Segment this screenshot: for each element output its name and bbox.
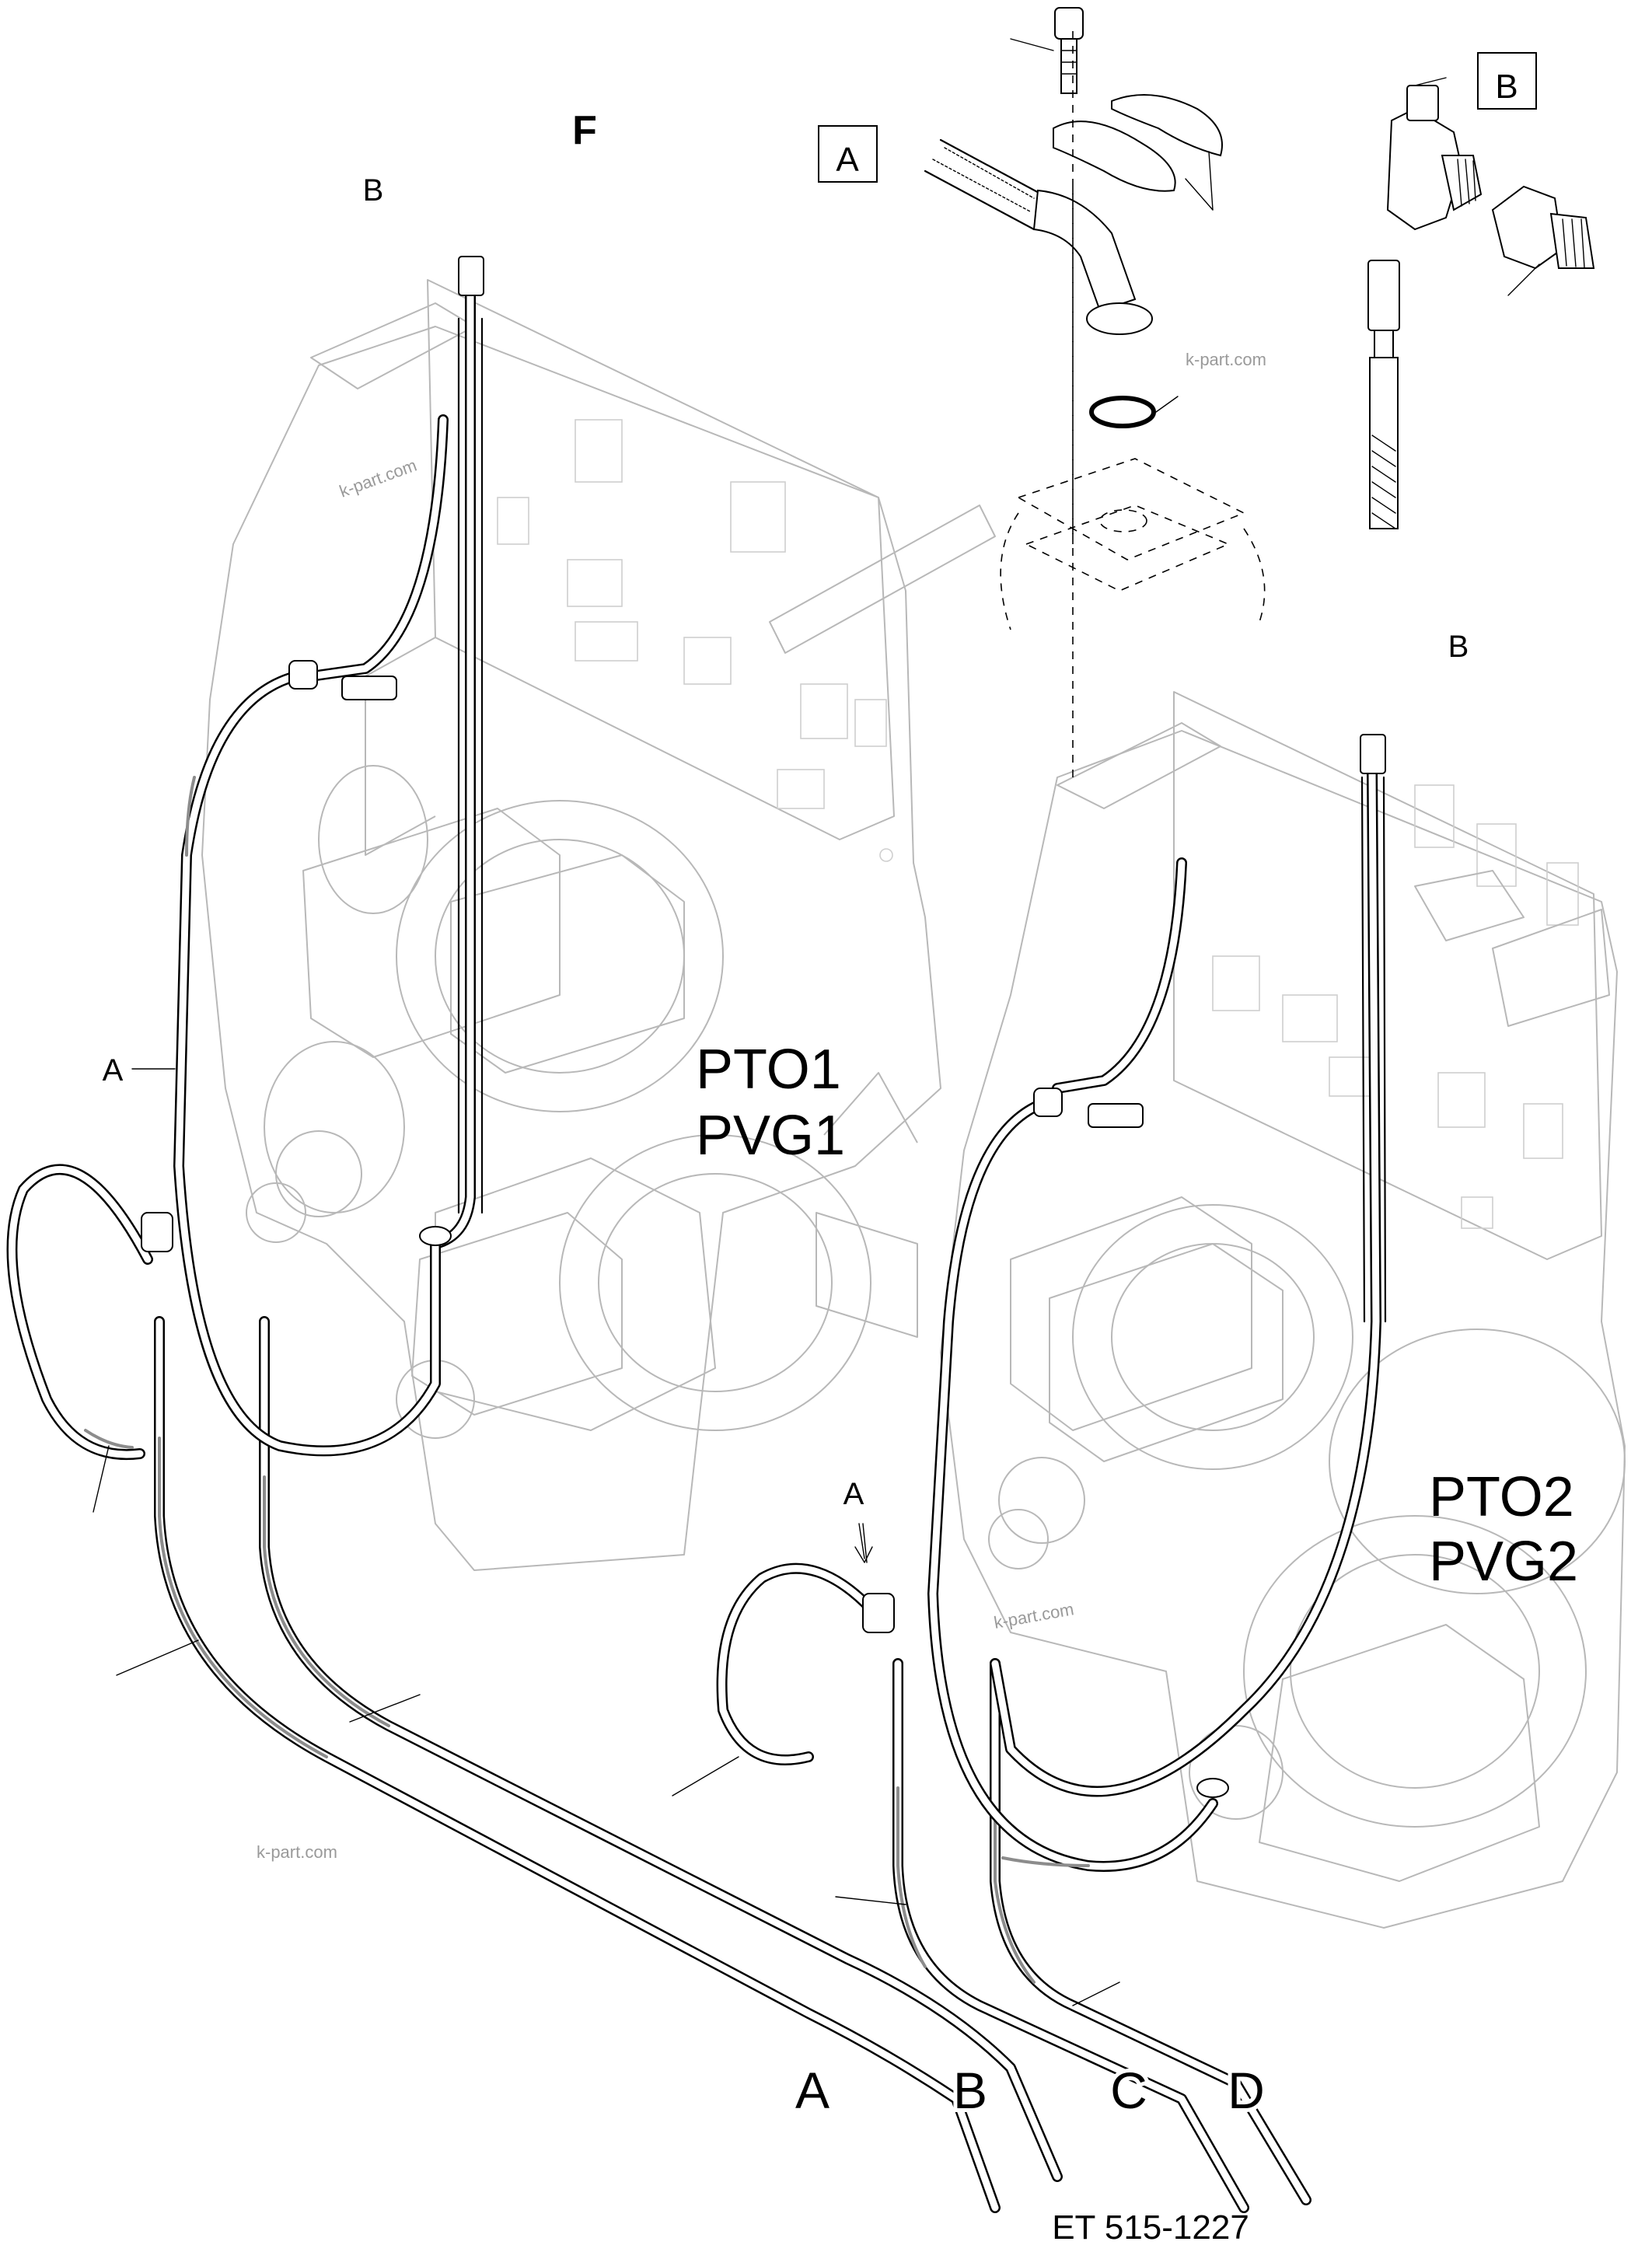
callout-b-right: B	[1448, 630, 1469, 664]
detail-a-label: A	[836, 141, 859, 179]
hose-fittings	[141, 256, 1386, 1798]
pto1-label: PTO1	[696, 1039, 841, 1101]
bolt-icon	[1010, 7, 1084, 94]
hose-c-label: C	[1110, 2062, 1147, 2119]
left-gearbox-assembly	[201, 279, 996, 1571]
o-ring-icon	[1089, 396, 1156, 428]
detail-b-box	[1477, 52, 1537, 110]
pvg2-label: PVG2	[1429, 1531, 1578, 1593]
detail-a-flange	[924, 7, 1266, 777]
hose-line-c	[892, 1658, 1249, 2213]
hose-b-label: B	[953, 2062, 987, 2119]
right-gearbox-assembly	[940, 691, 1626, 1929]
arrow-a-right	[854, 1523, 873, 1563]
leader-lines	[93, 1068, 1120, 2006]
hose-d-label: D	[1228, 2062, 1265, 2119]
right-hose-routing	[716, 764, 1387, 2213]
watermark: k-part.com	[337, 456, 419, 501]
left-hose-routing	[6, 290, 1063, 2213]
pvg1-label: PVG1	[696, 1105, 845, 1167]
callout-a-right: A	[843, 1477, 864, 1511]
pto2-label: PTO2	[1429, 1466, 1574, 1528]
callout-a-left: A	[103, 1053, 124, 1088]
front-mark: F	[572, 108, 597, 153]
hose-a-label: A	[795, 2062, 829, 2119]
drawing-number: ET 515-1227	[1052, 2208, 1249, 2247]
adapter-nipple-icon	[1491, 185, 1595, 296]
callout-b-top: B	[363, 173, 384, 208]
watermark: k-part.com	[1186, 350, 1266, 369]
hose-line-a	[154, 1316, 1001, 2213]
flange-clamp-icon	[1053, 94, 1223, 211]
detail-a-box	[818, 125, 878, 183]
elbow-fitting-icon	[1386, 77, 1483, 231]
watermark: k-part.com	[993, 1599, 1076, 1632]
watermark: k-part.com	[257, 1842, 337, 1862]
detail-b-label: B	[1495, 68, 1518, 106]
detail-b-elbow	[1367, 77, 1595, 529]
